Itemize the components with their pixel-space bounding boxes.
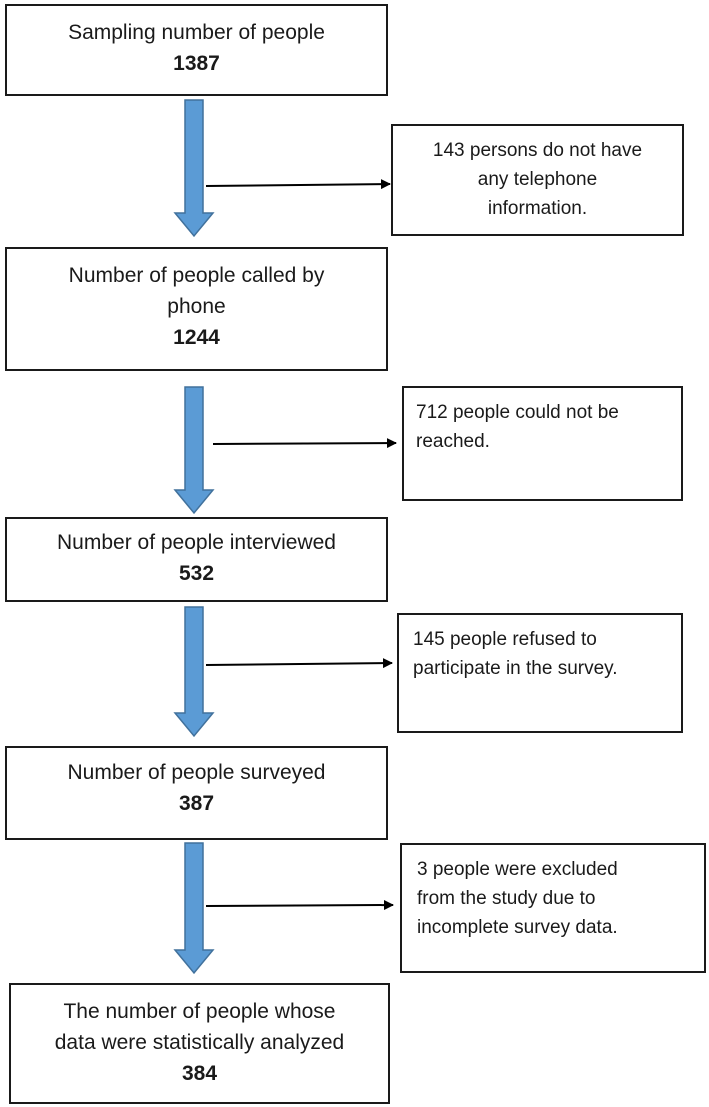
down-arrow-4	[173, 842, 215, 975]
down-arrow-3	[173, 606, 215, 738]
down-arrow-1	[173, 99, 215, 238]
main-box-label: Number of people surveyed	[67, 761, 326, 784]
main-box-surveyed: Number of people surveyed 387	[5, 746, 388, 840]
main-box-label: The number of people whose	[63, 1000, 336, 1023]
exclusion-text: 3 people were excluded	[417, 859, 618, 880]
main-box-count: 1387	[173, 52, 220, 75]
main-box-count: 387	[178, 792, 215, 815]
main-box-interviewed: Number of people interviewed 532	[5, 517, 388, 602]
exclusion-text: any telephone	[477, 169, 598, 190]
main-box-label: phone	[167, 295, 226, 318]
exclusion-box-incomplete-data: 3 people were excluded from the study du…	[400, 843, 706, 973]
exclusion-text: from the study due to	[417, 888, 596, 909]
exclusion-text: 143 persons do not have	[432, 140, 643, 161]
exclusion-connector-1	[205, 179, 391, 190]
exclusion-connector-4	[205, 900, 394, 911]
main-box-called-by-phone: Number of people called by phone 1244	[5, 247, 388, 371]
exclusion-text: reached.	[416, 431, 490, 452]
exclusion-text: 712 people could not be	[416, 402, 619, 423]
exclusion-connector-2	[212, 438, 397, 449]
exclusion-box-not-reached: 712 people could not be reached.	[402, 386, 683, 501]
main-box-count: 532	[178, 562, 215, 585]
exclusion-text: incomplete survey data.	[417, 917, 618, 938]
exclusion-text: 145 people refused to	[413, 629, 597, 650]
main-box-label: Sampling number of people	[68, 21, 325, 44]
main-box-count: 1244	[173, 326, 220, 349]
main-box-count: 384	[181, 1062, 218, 1085]
exclusion-text: information.	[487, 198, 588, 219]
exclusion-box-no-telephone: 143 persons do not have any telephone in…	[391, 124, 684, 236]
exclusion-connector-3	[205, 658, 393, 669]
main-box-label: Number of people interviewed	[57, 531, 336, 554]
main-box-sampling: Sampling number of people 1387	[5, 4, 388, 96]
exclusion-text: participate in the survey.	[413, 658, 618, 679]
exclusion-box-refused: 145 people refused to participate in the…	[397, 613, 683, 733]
main-box-analyzed: The number of people whose data were sta…	[9, 983, 390, 1104]
main-box-label: Number of people called by	[68, 264, 325, 287]
down-arrow-2	[173, 386, 215, 515]
main-box-label: data were statistically analyzed	[54, 1031, 345, 1054]
